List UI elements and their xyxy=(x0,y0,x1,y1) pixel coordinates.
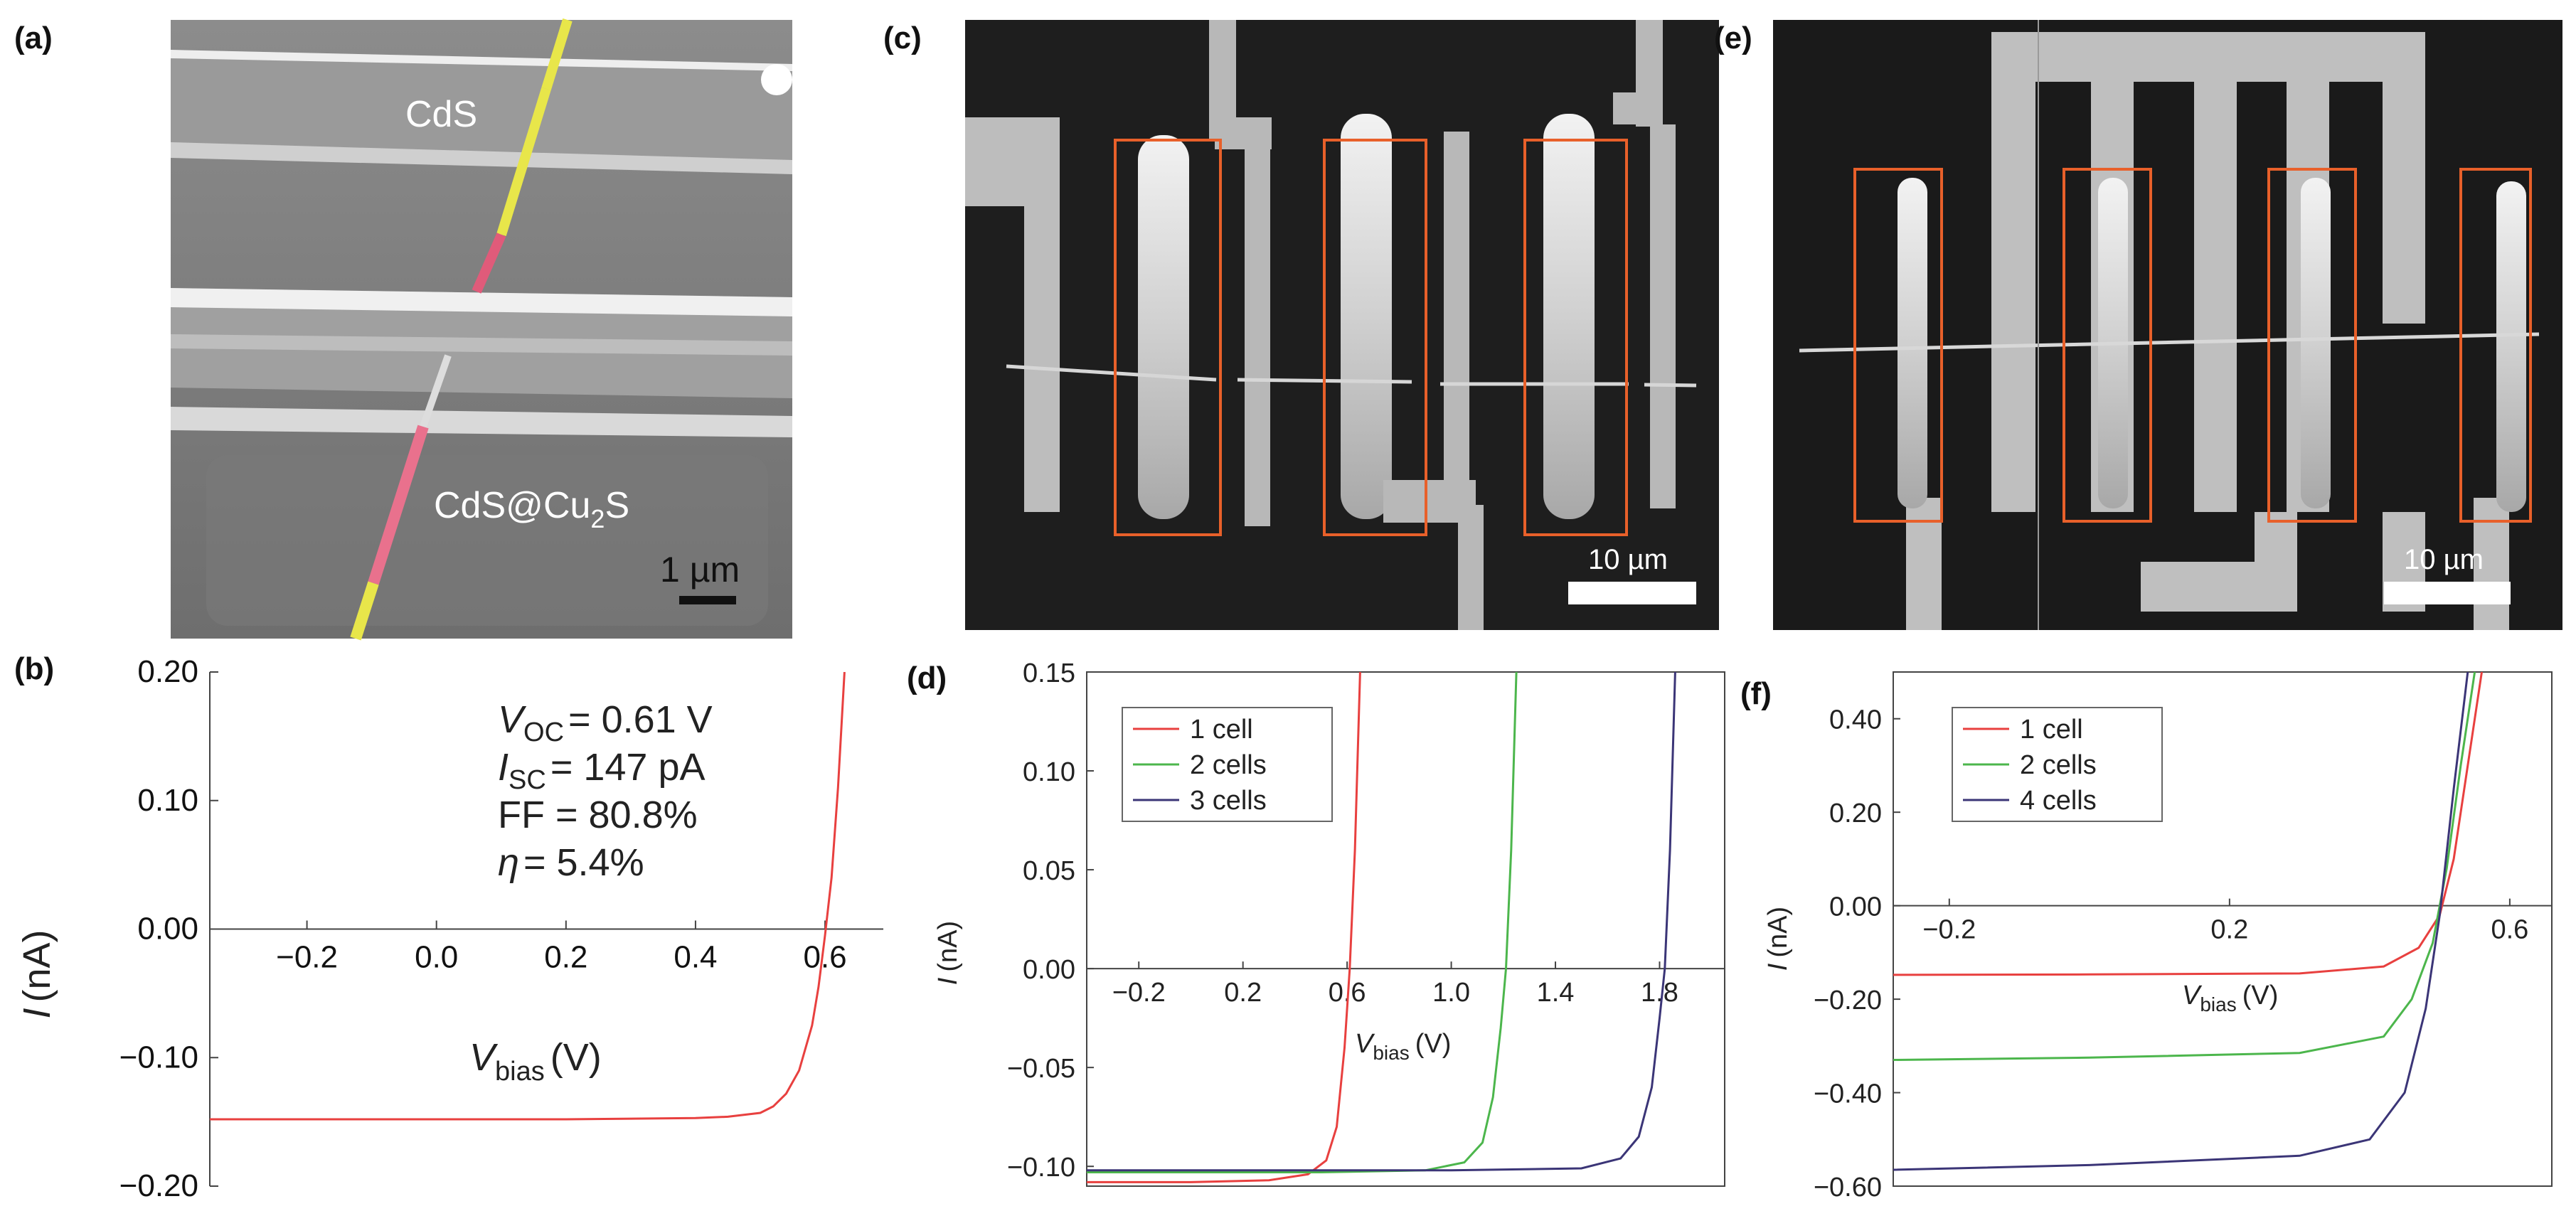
panel-a: (a) CdS CdS@Cu2S 1 µm xyxy=(14,18,792,641)
y-tick-label: 0.40 xyxy=(1829,705,1882,735)
legend-label: 1 cell xyxy=(2020,715,2083,745)
chart-f: 0.40 0.20 0.00 −0.20 −0.40 −0.60 −0.2 0.2 0.6Vbi… xyxy=(1763,671,2553,1202)
scale-bar-label-e: 10 µm xyxy=(2404,544,2484,575)
y-tick-label: 0.00 xyxy=(137,912,198,946)
x-axis-label: Vbias(V) xyxy=(1355,1029,1451,1064)
scale-bar-e xyxy=(2384,582,2511,604)
x-tick-label: −0.2 xyxy=(1112,978,1166,1008)
electrodes-e xyxy=(1906,32,2509,630)
x-tick-label: 1.0 xyxy=(1432,978,1470,1008)
series-line xyxy=(210,672,846,1121)
cell-boxes-e xyxy=(1853,168,2532,523)
electrode-bars-a xyxy=(171,50,792,626)
annotations-b: VOC= 0.61 V ISC= 147 pA FF = 80.8% η= 5.… xyxy=(498,698,713,884)
fingers-e xyxy=(1898,178,2526,512)
scale-bar-a xyxy=(679,596,736,604)
x-axis-label: Vbias(V) xyxy=(469,1036,602,1087)
scale-bar-label-a: 1 µm xyxy=(660,550,740,590)
y-tick-label: 0.05 xyxy=(1023,856,1075,886)
panel-c: (c) 10 µm xyxy=(883,20,1719,630)
series-line xyxy=(1893,672,2469,1171)
legend-label: 4 cells xyxy=(2020,786,2097,816)
y-tick-label: 0.20 xyxy=(1829,799,1882,828)
panel-label-b: (b) xyxy=(14,651,54,686)
x-tick-label: 0.0 xyxy=(415,940,458,975)
x-axis-label: Vbias(V) xyxy=(2182,981,2278,1015)
nanowire-a xyxy=(350,18,573,641)
x-tick-label: 0.2 xyxy=(2210,915,2248,945)
y-tick-label: 0.20 xyxy=(137,654,198,689)
y-tick-label: −0.10 xyxy=(1007,1153,1075,1183)
panel-label-c: (c) xyxy=(883,21,922,55)
legend-label: 2 cells xyxy=(2020,750,2097,780)
bright-particle xyxy=(761,64,792,95)
x-tick-label: 1.4 xyxy=(1537,978,1575,1008)
chart-b: 0.20 0.10 0.00 −0.10 −0.20 −0.2 0.0 0.2 0.4 0.6Vb… xyxy=(16,654,883,1203)
scale-bar-label-c: 10 µm xyxy=(1588,544,1668,575)
panel-label-d: (d) xyxy=(907,661,947,695)
x-tick-label: −0.2 xyxy=(276,940,338,975)
y-tick-label: −0.05 xyxy=(1007,1054,1075,1084)
nanowire-c xyxy=(1006,364,1697,388)
panel-label-e: (e) xyxy=(1714,21,1752,55)
annotation-isc: ISC= 147 pA xyxy=(498,746,706,795)
y-tick-label: 0.10 xyxy=(137,783,198,818)
x-tick-label: 0.6 xyxy=(803,940,846,975)
y-tick-label: −0.60 xyxy=(1814,1173,1882,1202)
y-tick-label: −0.20 xyxy=(119,1168,198,1203)
plot-frame xyxy=(1893,671,2553,1187)
x-tick-label: 1.8 xyxy=(1641,978,1678,1008)
panel-e: (e) 10 µm xyxy=(1714,20,2562,630)
legend-label: 1 cell xyxy=(1190,715,1253,745)
annotation-voc: VOC= 0.61 V xyxy=(498,698,713,747)
plot-frame xyxy=(1086,671,1725,1187)
y-axis-label: I(nA) xyxy=(1763,907,1793,971)
sem-image-e xyxy=(1773,20,2562,630)
annotation-eta: η= 5.4% xyxy=(498,841,644,884)
scale-bar-c xyxy=(1568,582,1696,604)
y-axis-label: I(nA) xyxy=(933,921,963,985)
y-tick-label: −0.40 xyxy=(1814,1079,1882,1109)
series-line xyxy=(1893,672,2483,976)
annotation-ff: FF = 80.8% xyxy=(498,794,698,836)
x-tick-label: 0.2 xyxy=(1224,978,1262,1008)
cell-boxes-c xyxy=(1114,139,1628,536)
x-tick-label: 0.4 xyxy=(674,940,717,975)
y-tick-label: 0.15 xyxy=(1023,658,1075,688)
x-tick-label: 0.6 xyxy=(2491,915,2528,945)
series-line xyxy=(1087,672,1676,1172)
y-tick-label: 0.00 xyxy=(1829,892,1882,922)
panel-label-a: (a) xyxy=(14,21,53,55)
y-axis-label: I(nA) xyxy=(16,929,58,1018)
x-tick-label: 0.2 xyxy=(544,940,587,975)
y-tick-label: −0.10 xyxy=(119,1040,198,1074)
legend-label: 3 cells xyxy=(1190,786,1267,816)
electrodes-c xyxy=(965,20,1676,630)
y-tick-label: 0.00 xyxy=(1023,955,1075,985)
series-line xyxy=(1087,672,1361,1183)
series-line xyxy=(1893,672,2476,1061)
panel-label-f: (f) xyxy=(1740,676,1772,711)
x-tick-label: −0.2 xyxy=(1922,915,1976,945)
legend-label: 2 cells xyxy=(1190,750,1267,780)
y-tick-label: −0.20 xyxy=(1814,986,1882,1015)
nanowire-e xyxy=(1799,332,2540,353)
label-core-shell: CdS@Cu2S xyxy=(434,485,629,533)
label-cds: CdS xyxy=(405,94,477,135)
y-tick-label: 0.10 xyxy=(1023,757,1075,787)
